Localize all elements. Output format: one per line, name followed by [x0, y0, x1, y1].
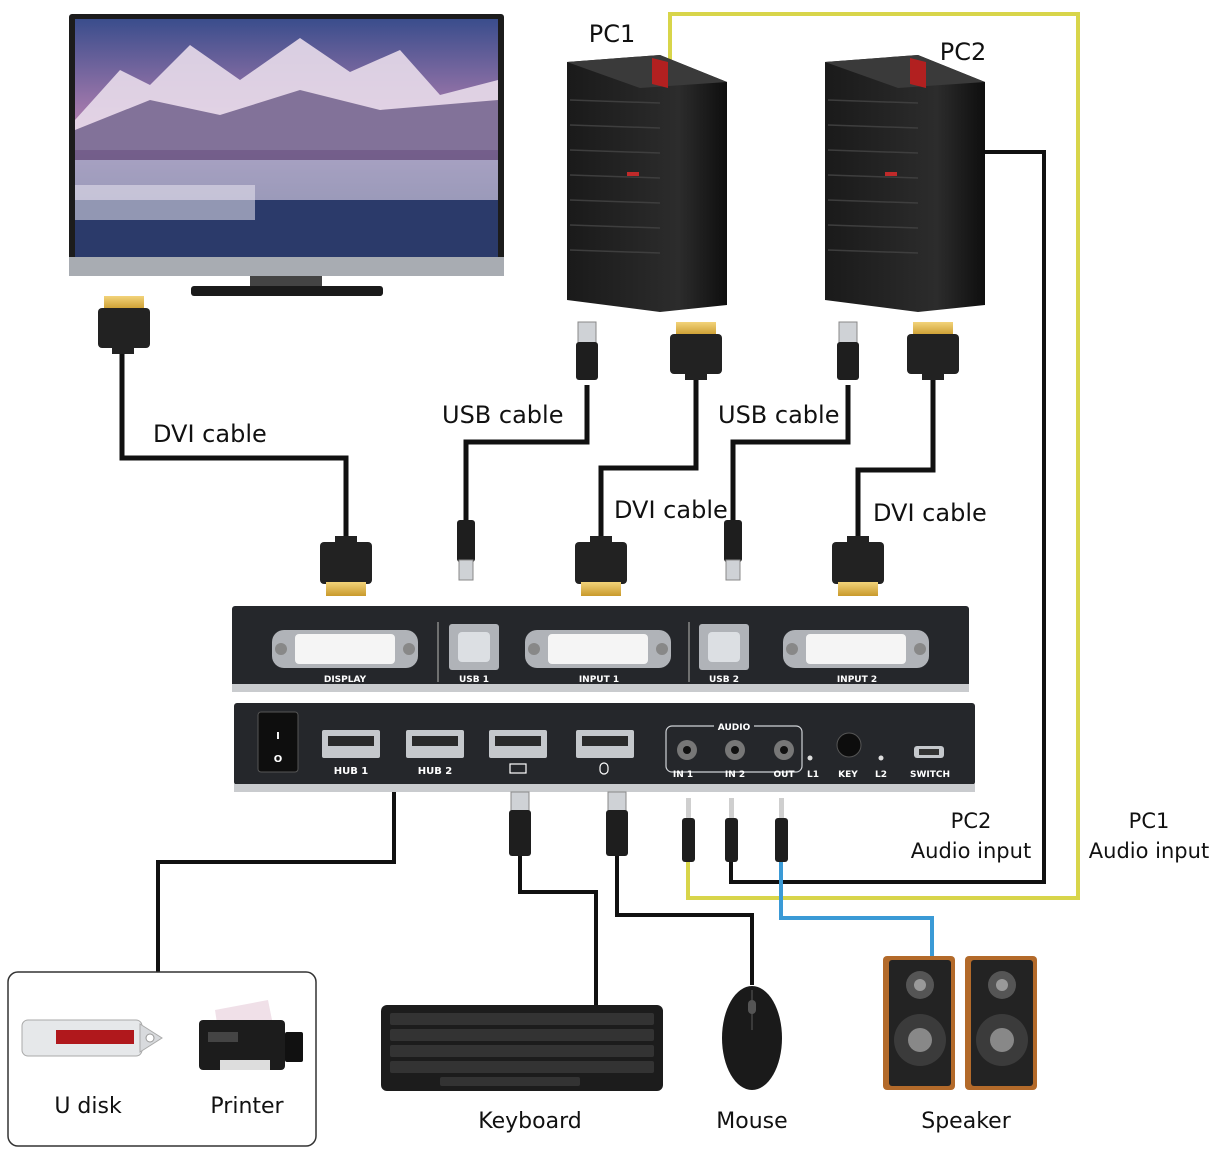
hub1-port-label: HUB 1 [334, 766, 369, 777]
dvi-connector-kvm-input1 [575, 536, 627, 596]
dvi-pc1-cable [598, 380, 699, 540]
audio-out-jack [774, 740, 794, 760]
pc2-audio-cable [729, 150, 1046, 884]
pc1-tower [567, 55, 727, 312]
mouse-cable [615, 855, 754, 985]
out-label: OUT [773, 770, 795, 780]
dvi-connector-pc2 [907, 322, 959, 380]
usb-hub1-cable [156, 785, 396, 972]
usb-a-connector-keyboard [509, 791, 531, 856]
usb-pc1-cable [463, 385, 590, 522]
kvm-rear-panel: DISPLAY USB 1 INPUT 1 USB 2 INPUT 2 [232, 606, 969, 692]
l1-label: L1 [807, 770, 819, 780]
key-label: KEY [838, 770, 858, 780]
keyboard-label: Keyboard [478, 1109, 581, 1134]
hub2-port-label: HUB 2 [418, 766, 453, 777]
dvi-pc2-cable [855, 380, 936, 540]
dvi-connector-monitor [98, 296, 150, 354]
audio-plug-pc2 [725, 798, 738, 862]
usb-b-connector-kvm-usb1 [457, 520, 475, 581]
usb-b-connector-kvm-usb2 [724, 520, 742, 581]
mouse-label: Mouse [716, 1109, 787, 1134]
speaker-label: Speaker [921, 1109, 1011, 1134]
usb1-port-label: USB 1 [459, 675, 489, 685]
switch-label: SWITCH [910, 770, 950, 780]
input2-port-label: INPUT 2 [837, 675, 877, 685]
mouse-icon [722, 986, 782, 1090]
power-switch-off-mark: O [274, 754, 283, 765]
keyboard-usb-port [489, 730, 547, 774]
speaker-icon [883, 956, 1037, 1090]
power-switch-on-mark: I [276, 731, 280, 742]
audio-in1-jack [677, 740, 697, 760]
keyboard-icon [381, 1005, 663, 1091]
monitor-stand [191, 286, 383, 296]
monitor [69, 14, 504, 296]
audio-plug-speaker [775, 798, 788, 862]
keyboard-glyph-icon [509, 763, 527, 774]
usb2-port-label: USB 2 [709, 675, 739, 685]
hub2-port [406, 730, 464, 758]
l1-led [807, 755, 813, 761]
display-port-label: DISPLAY [324, 675, 367, 685]
speaker-audio-cable [779, 860, 934, 958]
pc1-audio-label-line2: Audio input [1089, 839, 1209, 863]
mouse-glyph-icon [599, 762, 609, 775]
pc1-label: PC1 [589, 20, 636, 48]
dvi-display-cable-label: DVI cable [153, 420, 267, 448]
usb-a-connector-pc2 [837, 321, 859, 380]
dvi-display-cable [119, 350, 349, 540]
dvi-connector-pc1 [670, 322, 722, 380]
audio-plug-pc1 [682, 798, 695, 862]
pc2-audio-label-line2: Audio input [911, 839, 1031, 863]
usb1-port [449, 624, 499, 670]
usb-disk-label: U disk [54, 1094, 122, 1119]
dvi-connector-kvm-input2 [832, 536, 884, 596]
printer-icon [199, 1000, 303, 1070]
in2-label: IN 2 [725, 770, 745, 780]
l2-label: L2 [875, 770, 887, 780]
hub1-port [322, 730, 380, 758]
dvi-pc2-cable-label: DVI cable [873, 499, 987, 527]
usb2-port [699, 624, 749, 670]
audio-group-label: AUDIO [718, 723, 751, 733]
usb-pc1-cable-label: USB cable [442, 401, 563, 429]
usb-a-connector-mouse [606, 791, 628, 856]
pc2-tower [825, 55, 985, 312]
usb-pc2-cable-label: USB cable [718, 401, 839, 429]
mouse-usb-port [576, 730, 634, 775]
switch-port [914, 746, 944, 758]
usb-disk-icon [21, 1019, 163, 1057]
display-port [272, 630, 418, 668]
input1-port [525, 630, 671, 668]
in1-label: IN 1 [673, 770, 693, 780]
keyboard-cable [518, 855, 598, 1006]
key-button[interactable] [836, 732, 862, 758]
l2-led [878, 755, 884, 761]
usb-a-connector-pc1 [576, 321, 598, 380]
dvi-pc1-cable-label: DVI cable [614, 496, 728, 524]
printer-label: Printer [210, 1094, 284, 1119]
usb-pc2-cable [730, 385, 851, 522]
input1-port-label: INPUT 1 [579, 675, 619, 685]
pc1-audio-label-line1: PC1 [1129, 809, 1170, 833]
audio-in2-jack [725, 740, 745, 760]
kvm-front-panel: I O AUDIO [234, 703, 975, 792]
dvi-connector-kvm-display [320, 536, 372, 596]
pc1-audio-cable [668, 12, 1080, 900]
cables [119, 150, 1046, 1006]
power-switch[interactable]: I O [257, 711, 299, 773]
pc2-audio-label-line1: PC2 [951, 809, 992, 833]
input2-port [783, 630, 929, 668]
pc2-label: PC2 [940, 38, 987, 66]
